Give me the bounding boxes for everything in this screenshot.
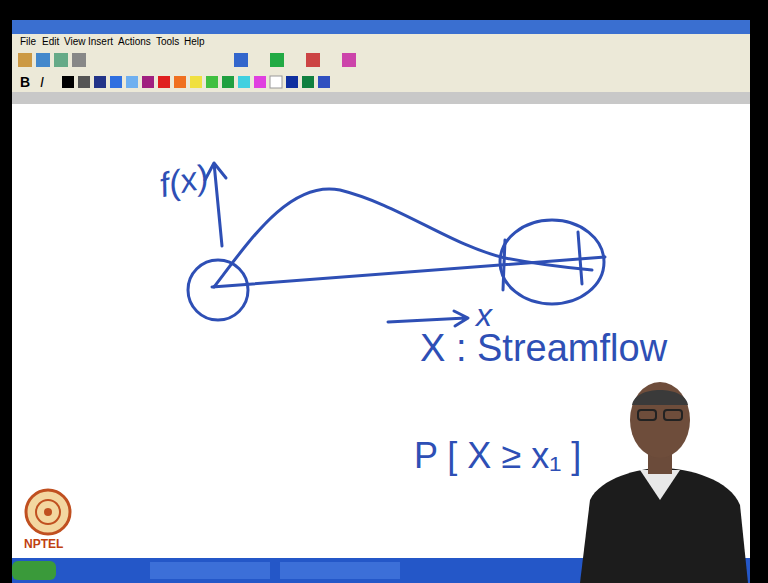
hand-drawing [188, 163, 605, 326]
tool-bar [12, 48, 750, 72]
x-axis-line [212, 257, 605, 287]
ruler [12, 92, 750, 104]
logo-text: NPTEL [24, 538, 63, 551]
title-bar [12, 20, 750, 34]
menu-bar [12, 34, 750, 48]
menu-item: Edit [42, 36, 59, 47]
task-button [150, 562, 270, 579]
pen-icons [18, 53, 356, 67]
format-bar [12, 72, 750, 92]
presenter [580, 382, 748, 583]
nptel-logo [26, 490, 70, 534]
task-button [280, 562, 400, 579]
color-palette [62, 76, 330, 88]
fx-arrow [205, 163, 226, 246]
left-circle [188, 260, 248, 320]
italic-button: I [40, 75, 44, 90]
bold-button: B [20, 75, 30, 90]
start-button [12, 561, 56, 580]
menu-item: View [64, 36, 86, 47]
probability-note: P [ X ≥ x₁ ] [414, 436, 581, 476]
variable-note: X : Streamflow [420, 328, 667, 370]
menu-item: Tools [156, 36, 179, 47]
menu-item: Insert [88, 36, 113, 47]
menu-item: Actions [118, 36, 151, 47]
x-arrow [388, 311, 468, 326]
tick-marks [503, 232, 582, 290]
menu-item: Help [184, 36, 205, 47]
menu-item: File [20, 36, 36, 47]
